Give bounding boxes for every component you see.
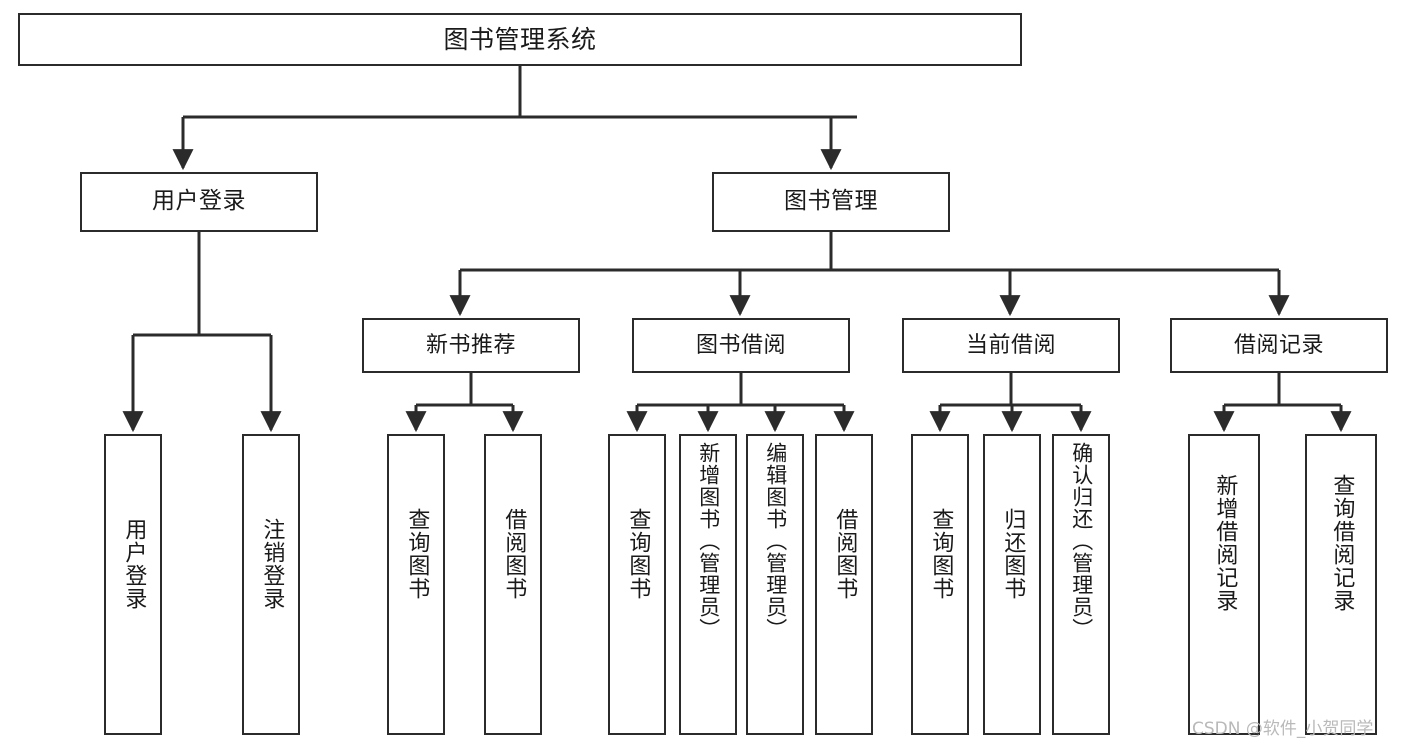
node-leaf-confirm-return-admin[interactable]: 确认归还（管理员） [1052, 434, 1110, 735]
node-leaf-edit-book-admin-label: 编辑图书（管理员） [763, 442, 788, 640]
node-leaf-add-book-admin[interactable]: 新增图书（管理员） [679, 434, 737, 735]
node-leaf-borrow-book-1[interactable]: 借阅图书 [484, 434, 542, 735]
node-new-book-rec[interactable]: 新书推荐 [362, 318, 580, 373]
node-leaf-add-borrow-record-label: 新增借阅记录 [1212, 474, 1238, 612]
node-leaf-query-book-1-label: 查询图书 [404, 508, 430, 600]
node-leaf-confirm-return-admin-label: 确认归还（管理员） [1069, 442, 1094, 640]
node-leaf-borrow-book-1-label: 借阅图书 [501, 508, 527, 600]
csdn-watermark: CSDN @软件_小贺同学 [1192, 719, 1374, 739]
node-leaf-query-borrow-record[interactable]: 查询借阅记录 [1305, 434, 1377, 735]
node-user-login-label: 用户登录 [152, 188, 246, 215]
node-leaf-add-borrow-record[interactable]: 新增借阅记录 [1188, 434, 1260, 735]
node-current-borrow[interactable]: 当前借阅 [902, 318, 1120, 373]
node-leaf-return-book-label: 归还图书 [1000, 508, 1026, 600]
node-leaf-return-book[interactable]: 归还图书 [983, 434, 1041, 735]
node-leaf-query-book-2[interactable]: 查询图书 [608, 434, 666, 735]
node-book-manage[interactable]: 图书管理 [712, 172, 950, 232]
node-new-book-rec-label: 新书推荐 [425, 332, 516, 358]
node-leaf-logout-label: 注销登录 [259, 518, 285, 610]
node-leaf-query-book-2-label: 查询图书 [625, 508, 651, 600]
node-book-borrow-label: 图书借阅 [695, 332, 786, 358]
node-leaf-query-book-1[interactable]: 查询图书 [387, 434, 445, 735]
node-borrow-record[interactable]: 借阅记录 [1170, 318, 1388, 373]
node-leaf-query-borrow-record-label: 查询借阅记录 [1329, 474, 1355, 612]
node-book-manage-label: 图书管理 [784, 188, 878, 215]
node-leaf-user-login-label: 用户登录 [121, 518, 147, 610]
node-leaf-logout[interactable]: 注销登录 [242, 434, 300, 735]
node-leaf-borrow-book-2[interactable]: 借阅图书 [815, 434, 873, 735]
node-leaf-borrow-book-2-label: 借阅图书 [832, 508, 858, 600]
node-leaf-add-book-admin-label: 新增图书（管理员） [696, 442, 721, 640]
node-book-borrow[interactable]: 图书借阅 [632, 318, 850, 373]
node-leaf-user-login[interactable]: 用户登录 [104, 434, 162, 735]
node-current-borrow-label: 当前借阅 [965, 332, 1056, 358]
node-leaf-query-book-3-label: 查询图书 [928, 508, 954, 600]
node-root-label: 图书管理系统 [443, 24, 597, 54]
node-leaf-query-book-3[interactable]: 查询图书 [911, 434, 969, 735]
node-root[interactable]: 图书管理系统 [18, 13, 1022, 66]
node-user-login[interactable]: 用户登录 [80, 172, 318, 232]
node-borrow-record-label: 借阅记录 [1233, 332, 1324, 358]
node-leaf-edit-book-admin[interactable]: 编辑图书（管理员） [746, 434, 804, 735]
